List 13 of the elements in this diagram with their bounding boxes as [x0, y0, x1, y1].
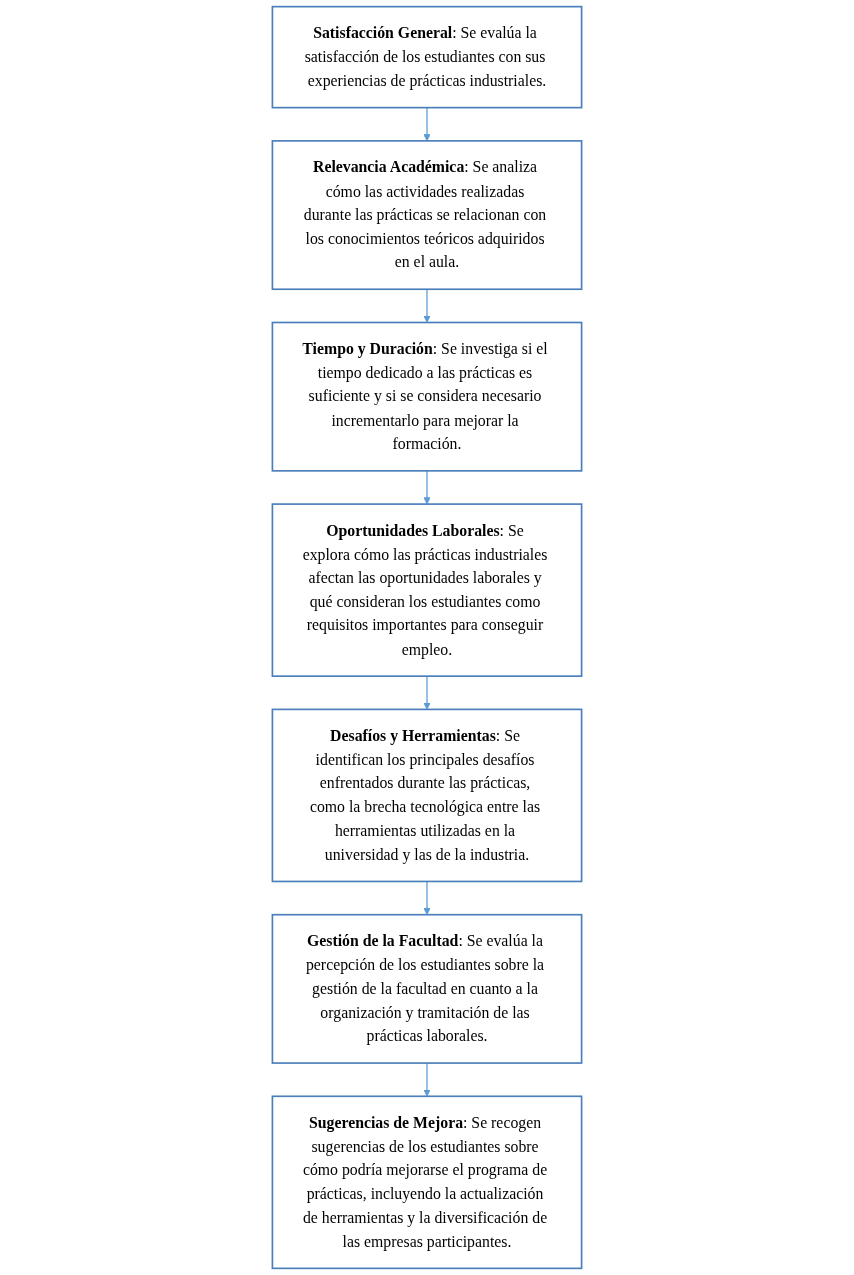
node-box: Gestión de la Facultad: Se evalúa la percepción de los estudiantes sobre la gestión de la facultad en cuanto a la organización y tramitación de las prácticas laborales. [271, 913, 583, 1064]
node-box: Oportunidades Laborales: Se explora cómo las prácticas industriales afectan las oportunidades laborales y qué consideran los estudiantes como requisitos importantes para conseguir empleo. [271, 503, 583, 677]
node-box: Sugerencias de Mejora: Se recogen sugerencias de los estudiantes sobre cómo podría mejorarse el programa de prácticas, incluyendo la actualización de herramientas y la diversificación de las empresas participantes. [271, 1095, 583, 1270]
node-box: Tiempo y Duración: Se investiga si el tiempo dedicado a las prácticas es suficiente y si se considera necesario incrementarlo para mejorar la formación. [271, 321, 583, 472]
node-box: Satisfacción General: Se evalúa la satisfacción de los estudiantes con sus experiencias de prácticas industriales. [271, 5, 583, 109]
arrow [423, 470, 431, 505]
node-box: Relevancia Académica: Se analiza cómo las actividades realizadas durante las prácticas se relacionan con los conocimientos teóricos adquiridos en el aula. [271, 140, 583, 291]
arrow [423, 1062, 431, 1097]
arrow [423, 880, 431, 915]
arrow [423, 288, 431, 323]
arrow [423, 675, 431, 710]
arrow [423, 107, 431, 142]
node-box: Desafíos y Herramientas: Se identifican los principales desafíos enfrentados durante las prácticas, como la brecha tecnológica entre las herramientas utilizadas en la universidad y las de la industria. [271, 708, 583, 883]
